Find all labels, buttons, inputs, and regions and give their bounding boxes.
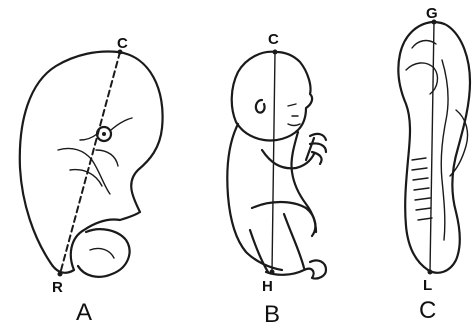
label-c-a: C — [117, 35, 128, 52]
fetus-b-head — [232, 52, 312, 141]
point-l-c — [428, 270, 433, 275]
label-c-b: C — [268, 31, 279, 48]
fetus-b-ear — [256, 100, 265, 113]
caption-b: B — [264, 301, 280, 328]
label-g-c: G — [426, 5, 438, 22]
fetus-b-face — [288, 104, 300, 126]
label-h-b: H — [262, 278, 273, 295]
embryo-c-outline — [398, 22, 470, 273]
point-r-a — [58, 272, 63, 277]
embryo-c-somites — [412, 158, 432, 220]
point-h-b — [270, 270, 275, 275]
greatest-length-line-c — [430, 22, 434, 272]
figure-a: C R A — [20, 35, 163, 326]
figure-c: G L C — [398, 5, 470, 324]
label-l-c: L — [423, 277, 432, 294]
embryo-a-limb-bud — [78, 229, 130, 277]
figure-b: C H B — [227, 31, 326, 328]
point-c-b — [273, 50, 278, 55]
embryo-a-tail — [90, 248, 114, 258]
crown-rump-line-a — [60, 52, 120, 274]
embryo-c-neural-tube — [441, 60, 448, 240]
fetus-b-thigh — [252, 202, 315, 236]
embryo-a-eye-vessel — [80, 118, 132, 140]
caption-c: C — [419, 297, 436, 324]
caption-a: A — [76, 299, 92, 326]
fetus-b-leg — [250, 214, 304, 272]
embryo-a-body-fold — [70, 150, 118, 186]
label-r-a: R — [52, 279, 63, 296]
embryo-a-eye-pupil — [102, 132, 106, 136]
